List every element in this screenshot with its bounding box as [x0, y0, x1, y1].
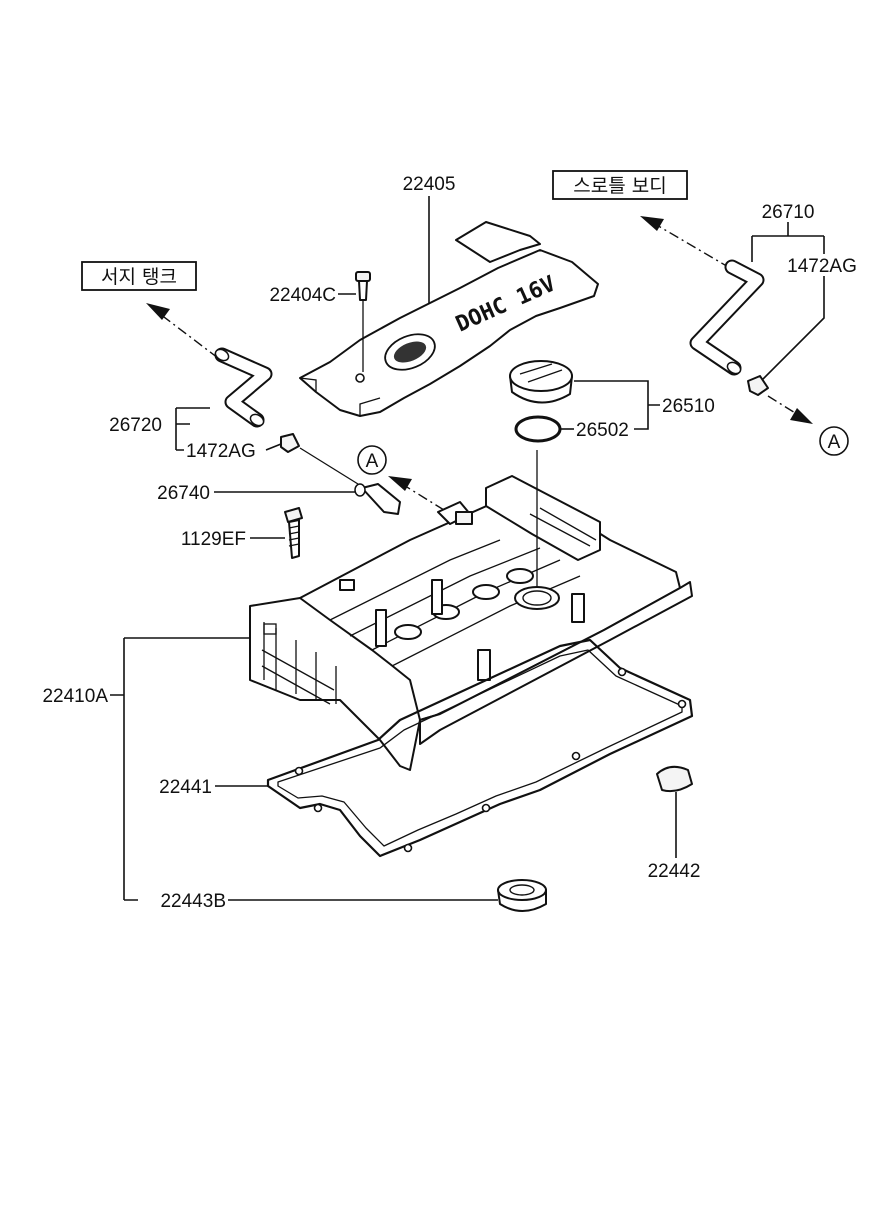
flow-arrow-left-a — [388, 476, 445, 511]
label-26510: 26510 — [662, 396, 715, 417]
label-26502: 26502 — [576, 420, 629, 441]
pcv-valve-26740 — [354, 483, 401, 515]
label-22442: 22442 — [648, 861, 701, 882]
label-1129ef: 1129EF — [181, 529, 246, 550]
spark-plug-seal-22443b — [497, 879, 547, 912]
bolt-1129ef — [284, 507, 303, 559]
hose-26710 — [689, 259, 765, 376]
clamp-1472ag-right — [747, 375, 769, 396]
label-22404c: 22404C — [269, 285, 336, 306]
hose-26720 — [214, 347, 273, 428]
rocker-cover-22410a — [249, 450, 693, 771]
flow-arrow-surge-tank — [146, 303, 219, 359]
part-labels: 22405 22404C 26720 1472AG 26740 1129EF 2… — [42, 174, 856, 912]
engine-cover-22405: DOHC 16V — [299, 221, 599, 417]
label-22410a: 22410A — [42, 686, 108, 707]
arrow-head-icon — [146, 303, 170, 320]
cover-gasket-22441 — [266, 638, 694, 858]
half-moon-plug-22442 — [656, 765, 693, 793]
label-26720: 26720 — [109, 415, 162, 436]
label-26710: 26710 — [762, 202, 815, 223]
label-22441: 22441 — [159, 777, 212, 798]
throttle-body-box: 스로틀 보디 — [552, 170, 688, 200]
arrow-head-icon — [790, 408, 813, 424]
arrow-head-icon — [640, 216, 664, 231]
throttle-body-label: 스로틀 보디 — [573, 175, 666, 197]
flow-arrow-right-a — [767, 395, 813, 424]
svg-text:A: A — [366, 451, 379, 472]
svg-text:A: A — [828, 432, 841, 453]
bolt-22404c — [355, 271, 371, 372]
flow-arrow-throttle-body — [640, 216, 731, 269]
label-22443b: 22443B — [160, 891, 226, 912]
arrow-head-icon — [388, 476, 412, 491]
label-1472ag-right: 1472AG — [787, 256, 857, 277]
label-26740: 26740 — [157, 483, 210, 504]
clamp-1472ag-left — [280, 433, 359, 485]
surge-tank-box: 서지 탱크 — [81, 261, 197, 291]
oil-filler-cap-26510 — [509, 360, 573, 404]
surge-tank-label: 서지 탱크 — [101, 266, 177, 288]
connection-mark-a-left: A — [357, 445, 387, 475]
label-1472ag-left: 1472AG — [186, 441, 256, 462]
label-22405: 22405 — [403, 174, 456, 195]
connection-mark-a-right: A — [819, 426, 849, 456]
gasket-ring-26502 — [514, 415, 562, 443]
leader-lines — [110, 196, 825, 901]
